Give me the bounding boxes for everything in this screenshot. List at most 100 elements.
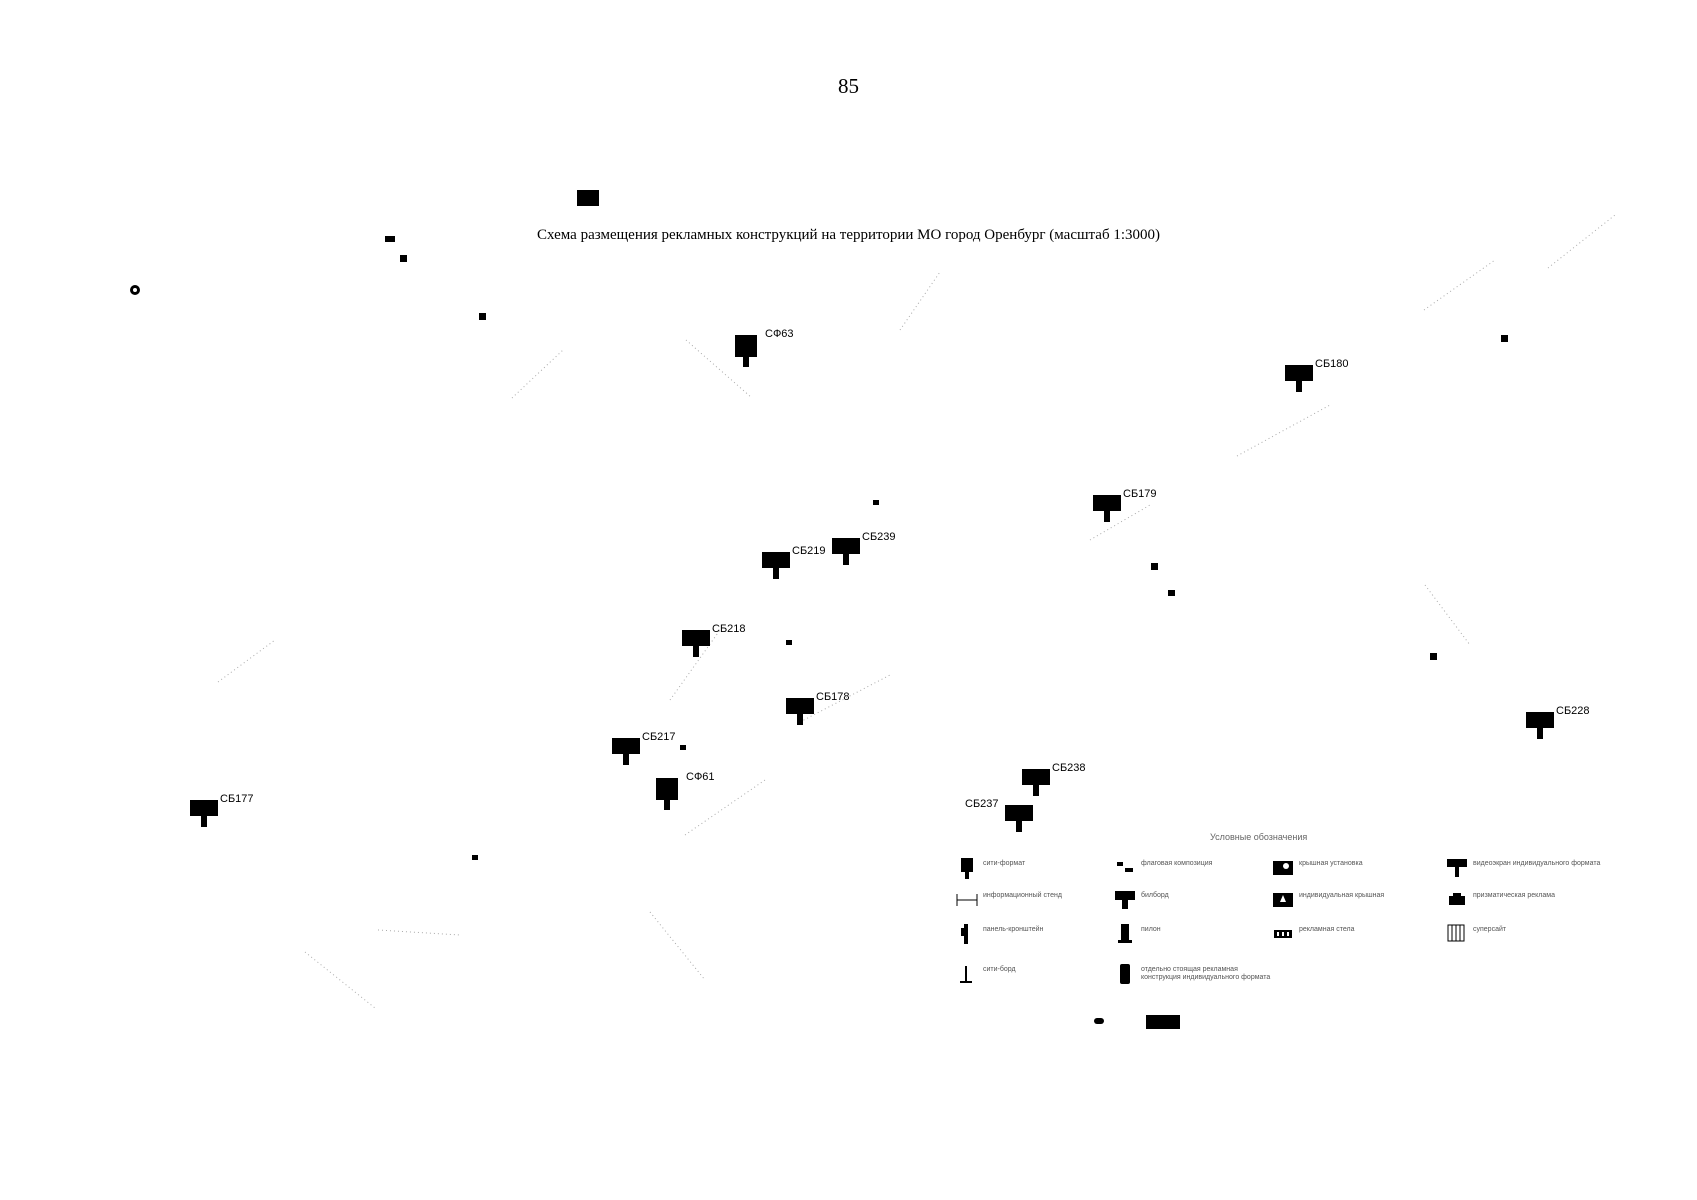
map-sign-СБ219[interactable]: СБ219 bbox=[762, 545, 826, 579]
sign-post bbox=[201, 816, 207, 827]
sign-post bbox=[1033, 785, 1039, 796]
legend-item: суперсайт bbox=[1445, 922, 1625, 946]
supersite-icon bbox=[1447, 924, 1465, 942]
legend-item: индивидуальная крышная bbox=[1271, 888, 1431, 912]
legend-item: флаговая композиция bbox=[1113, 856, 1273, 880]
legend-item: панель-кронштейн bbox=[955, 922, 1115, 946]
city-format-icon bbox=[735, 335, 757, 357]
map-sign-label: СБ180 bbox=[1315, 358, 1349, 370]
legend-item-label: сити-формат bbox=[983, 860, 1026, 867]
legend-item-label: крышная установка bbox=[1299, 860, 1363, 867]
sign-post bbox=[1537, 728, 1543, 739]
individual-roof-icon bbox=[1273, 893, 1293, 907]
map-sign-label: СБ177 bbox=[220, 793, 254, 805]
map-sign-label: СБ178 bbox=[816, 691, 850, 703]
info-stand-icon bbox=[956, 894, 978, 906]
legend-item: призматическая реклама bbox=[1445, 888, 1625, 912]
map-sign-label: СБ179 bbox=[1123, 488, 1157, 500]
city-board-icon bbox=[960, 966, 972, 983]
map-sign-label: СБ217 bbox=[642, 731, 676, 743]
video-screen-icon bbox=[1447, 859, 1467, 877]
billboard-icon bbox=[762, 552, 790, 568]
billboard-icon bbox=[612, 738, 640, 754]
map-sign-СБ237[interactable]: СБ237 bbox=[965, 798, 1033, 832]
map-sign-label: СБ218 bbox=[712, 623, 746, 635]
legend-item-label: информационный стенд bbox=[983, 892, 1062, 899]
map-sign-СБ238[interactable]: СБ238 bbox=[1022, 762, 1086, 796]
legend-item: сити-формат bbox=[955, 856, 1115, 880]
billboard-icon bbox=[190, 800, 218, 816]
sign-post bbox=[693, 646, 699, 657]
billboard-icon bbox=[832, 538, 860, 554]
street-traces bbox=[217, 214, 1616, 1009]
map-sign-СБ177[interactable]: СБ177 bbox=[190, 793, 254, 827]
map-sign-СБ228[interactable]: СБ228 bbox=[1526, 705, 1590, 739]
map-sign-СБ178[interactable]: СБ178 bbox=[786, 691, 850, 725]
legend-item: видеоэкран индивидуального формата bbox=[1445, 856, 1625, 880]
legend-item-label: панель-кронштейн bbox=[983, 926, 1044, 933]
sign-layer: СФ63СБ180СБ179СБ239СБ219СБ218СБ178СБ217С… bbox=[190, 328, 1590, 832]
bracket-panel-icon bbox=[961, 924, 968, 944]
sign-post bbox=[843, 554, 849, 565]
legend-item: рекламная стела bbox=[1271, 922, 1431, 946]
legend-title: Условные обозначения bbox=[1210, 832, 1308, 842]
billboard-icon bbox=[1005, 805, 1033, 821]
legend-item-label: флаговая композиция bbox=[1141, 860, 1213, 867]
billboard-icon bbox=[1115, 891, 1135, 909]
flag-composition-icon bbox=[1117, 862, 1133, 872]
page-number: 85 bbox=[838, 74, 859, 98]
legend-item-label: отдельно стоящая рекламная конструкция и… bbox=[1141, 966, 1271, 981]
city-format-icon bbox=[656, 778, 678, 800]
legend-item-label: видеоэкран индивидуального формата bbox=[1473, 860, 1601, 867]
legend-item-label: индивидуальная крышная bbox=[1299, 892, 1385, 899]
map-sign-СФ63[interactable]: СФ63 bbox=[735, 328, 794, 367]
sign-post bbox=[797, 714, 803, 725]
individual-structure-icon bbox=[1120, 964, 1130, 984]
sign-post bbox=[1104, 511, 1110, 522]
map-sign-label: СФ61 bbox=[686, 771, 715, 783]
map-sign-label: СБ237 bbox=[965, 798, 999, 810]
billboard-icon bbox=[1285, 365, 1313, 381]
map-sign-label: СФ63 bbox=[765, 328, 794, 340]
map-title: Схема размещения рекламных конструкций н… bbox=[537, 227, 1160, 243]
legend: Условные обозначения сити-формат флаговая… bbox=[955, 832, 1627, 1012]
roof-installation-icon bbox=[1273, 861, 1293, 875]
legend-item: пилон bbox=[1113, 922, 1273, 946]
legend-item-label: суперсайт bbox=[1473, 926, 1507, 933]
sign-post bbox=[623, 754, 629, 765]
billboard-icon bbox=[786, 698, 814, 714]
map-sign-СБ239[interactable]: СБ239 bbox=[832, 531, 896, 565]
stele-icon bbox=[1274, 930, 1292, 938]
billboard-icon bbox=[1093, 495, 1121, 511]
map-sign-СБ218[interactable]: СБ218 bbox=[682, 623, 746, 657]
legend-item: билборд bbox=[1113, 888, 1273, 912]
map-sign-label: СБ219 bbox=[792, 545, 826, 557]
sign-post bbox=[1016, 821, 1022, 832]
prism-icon bbox=[1449, 893, 1465, 905]
legend-item-label: призматическая реклама bbox=[1473, 892, 1555, 899]
map-sign-label: СБ238 bbox=[1052, 762, 1086, 774]
city-format-icon bbox=[961, 858, 973, 879]
sign-post bbox=[664, 800, 670, 810]
map-sign-СБ217[interactable]: СБ217 bbox=[612, 731, 676, 765]
sign-post bbox=[743, 357, 749, 367]
legend-item-label: билборд bbox=[1141, 892, 1169, 899]
billboard-icon bbox=[1526, 712, 1554, 728]
sign-post bbox=[773, 568, 779, 579]
legend-item: отдельно стоящая рекламная конструкция и… bbox=[1113, 962, 1273, 986]
map-sign-label: СБ228 bbox=[1556, 705, 1590, 717]
billboard-icon bbox=[1022, 769, 1050, 785]
legend-item-label: рекламная стела bbox=[1299, 926, 1355, 933]
map-sign-СБ179[interactable]: СБ179 bbox=[1093, 488, 1157, 522]
map-sign-label: СБ239 bbox=[862, 531, 896, 543]
map-sign-СБ180[interactable]: СБ180 bbox=[1285, 358, 1349, 392]
minor-markers bbox=[130, 190, 1508, 1029]
map-sign-СФ61[interactable]: СФ61 bbox=[656, 771, 715, 810]
legend-item: сити-борд bbox=[955, 962, 1115, 986]
legend-item: крышная установка bbox=[1271, 856, 1431, 880]
legend-item: информационный стенд bbox=[955, 888, 1115, 912]
sign-post bbox=[1296, 381, 1302, 392]
billboard-icon bbox=[682, 630, 710, 646]
pylon-icon bbox=[1118, 924, 1132, 943]
